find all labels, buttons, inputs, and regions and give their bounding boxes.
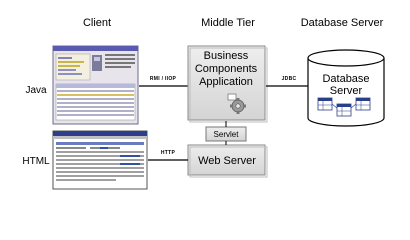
- table-icons: [317, 97, 371, 117]
- database-server-column-header: Database Server: [301, 17, 384, 29]
- html-row-label: HTML: [22, 156, 50, 167]
- bc-application-line3: Application: [199, 76, 253, 88]
- servlet-label: Servlet: [214, 130, 240, 139]
- web-server-box: [187, 144, 268, 178]
- bc-application-line1: Business: [204, 50, 249, 62]
- gear-icon: [227, 93, 246, 114]
- java-row-label: Java: [25, 85, 47, 96]
- bc-application-line2: Components: [195, 63, 258, 75]
- bc-application-box: [187, 45, 268, 123]
- database-label-line1: Database: [322, 73, 369, 85]
- database-label-line2: Server: [330, 85, 363, 97]
- rmi-iiop-label: RMI / IIOP: [150, 76, 177, 82]
- html-client-screenshot: [52, 130, 148, 190]
- http-label: HTTP: [161, 150, 176, 156]
- middle-tier-column-header: Middle Tier: [201, 17, 255, 29]
- jdbc-label: JDBC: [282, 76, 297, 82]
- web-server-label: Web Server: [198, 155, 256, 167]
- java-client-screenshot: [52, 45, 139, 125]
- client-column-header: Client: [83, 17, 111, 29]
